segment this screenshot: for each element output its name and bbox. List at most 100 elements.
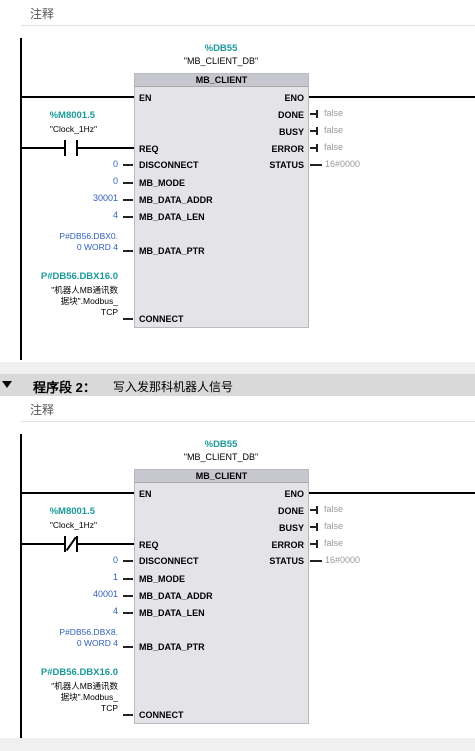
done-value: false [324,504,344,514]
done-end [316,110,318,118]
pin-disconnect: DISCONNECT [139,556,199,566]
done-wire [310,113,316,115]
pin-req: REQ [139,144,159,154]
mb-mode-wire [123,578,133,580]
req-wire-left [20,147,64,149]
segment-2-header[interactable]: 程序段 2： 写入发那科机器人信号 [0,374,475,396]
pin-error: ERROR [271,540,304,550]
left-power-rail [20,434,22,738]
error-end [316,540,318,548]
mb-mode-value[interactable]: 0 [112,176,118,186]
connect-name-line2: 据块".Modbus_ [60,692,118,702]
collapse-triangle-icon[interactable] [2,381,12,388]
eno-wire [309,492,475,494]
connect-name-line3: TCP [101,307,118,317]
pin-mb-mode: MB_MODE [139,574,186,584]
error-value: false [324,142,344,152]
busy-wire [310,526,316,528]
network-2-comment[interactable]: 注释 [21,396,475,422]
pin-mb-data-ptr: MB_DATA_PTR [139,246,205,256]
contact-address[interactable]: %M8001.5 [49,506,95,517]
disconnect-value[interactable]: 0 [112,159,118,169]
contact-left-plate [64,140,66,156]
en-wire [20,492,135,494]
db-instance-name: "MB_CLIENT_DB" [183,452,259,462]
error-value: false [324,538,344,548]
pin-eno: ENO [284,489,304,499]
req-wire-left [20,543,64,545]
pin-mb-data-len: MB_DATA_LEN [139,212,205,222]
pin-connect: CONNECT [139,710,184,720]
req-wire-right [77,543,135,545]
pin-en: EN [139,93,152,103]
block-title: MB_CLIENT [135,470,308,483]
busy-wire [310,130,316,132]
done-value: false [324,108,344,118]
status-wire [310,560,322,562]
pin-mb-data-addr: MB_DATA_ADDR [139,591,213,601]
mb-data-addr-value[interactable]: 40001 [92,589,118,599]
block-title: MB_CLIENT [135,74,308,87]
mb-data-ptr-wire [123,646,133,648]
mb-data-ptr-line2: 0 WORD 4 [76,242,118,252]
pin-busy: BUSY [278,127,304,137]
eno-wire [309,96,475,98]
pin-done: DONE [277,506,304,516]
mb-client-block[interactable]: MB_CLIENT EN REQ DISCONNECT MB_MODE MB_D… [134,469,309,724]
connect-address[interactable]: P#DB56.DBX16.0 [40,271,118,282]
segment-description[interactable]: 写入发那科机器人信号 [113,380,234,394]
mb-data-ptr-line1[interactable]: P#DB56.DBX0. [59,231,118,241]
busy-end [316,523,318,531]
contact-address[interactable]: %M8001.5 [49,110,95,121]
mb-data-len-wire [123,216,133,218]
pin-mb-data-ptr: MB_DATA_PTR [139,642,205,652]
db-address[interactable]: %DB55 [204,439,238,450]
db-address[interactable]: %DB55 [204,43,238,54]
pin-status: STATUS [269,556,304,566]
mb-data-len-value[interactable]: 4 [112,210,118,220]
mb-data-addr-value[interactable]: 30001 [92,193,118,203]
connect-name-line1: "机器人MB通讯数 [51,285,118,295]
error-end [316,144,318,152]
pin-error: ERROR [271,144,304,154]
connect-wire [123,714,133,716]
disconnect-wire [123,560,133,562]
connect-address[interactable]: P#DB56.DBX16.0 [40,667,118,678]
pin-en: EN [139,489,152,499]
mb-data-len-value[interactable]: 4 [112,606,118,616]
disconnect-wire [123,164,133,166]
connect-name-line2: 据块".Modbus_ [60,296,118,306]
mb-data-addr-wire [123,595,133,597]
mb-mode-wire [123,182,133,184]
comment-label: 注释 [30,403,55,417]
mb-mode-value[interactable]: 1 [112,572,118,582]
connect-name-line3: TCP [101,703,118,713]
mb-data-ptr-wire [123,250,133,252]
mb-data-ptr-line1[interactable]: P#DB56.DBX8. [59,627,118,637]
disconnect-value[interactable]: 0 [112,555,118,565]
contact-name: "Clock_1Hz" [49,520,97,530]
mb-data-ptr-line2: 0 WORD 4 [76,638,118,648]
mb-data-addr-wire [123,199,133,201]
status-value: 16#0000 [325,555,361,565]
busy-value: false [324,521,344,531]
pin-req: REQ [139,540,159,550]
pin-connect: CONNECT [139,314,184,324]
pin-mb-data-addr: MB_DATA_ADDR [139,195,213,205]
contact-name: "Clock_1Hz" [49,124,97,134]
pin-mb-mode: MB_MODE [139,178,186,188]
busy-end [316,127,318,135]
db-instance-name: "MB_CLIENT_DB" [183,56,259,66]
done-wire [310,509,316,511]
pin-busy: BUSY [278,523,304,533]
network-1-comment[interactable]: 注释 [21,0,475,26]
comment-label: 注释 [30,7,55,21]
pin-mb-data-len: MB_DATA_LEN [139,608,205,618]
status-wire [310,164,322,166]
segment-title: 程序段 2： [33,380,96,395]
contact-left-plate [64,536,66,552]
en-wire [20,96,135,98]
mb-client-block[interactable]: MB_CLIENT EN REQ DISCONNECT MB_MODE MB_D… [134,73,309,328]
done-end [316,506,318,514]
pin-eno: ENO [284,93,304,103]
